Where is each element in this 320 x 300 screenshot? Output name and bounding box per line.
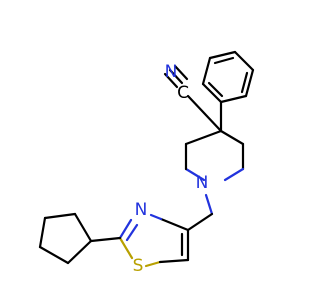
bond [38, 245, 70, 265]
bond [173, 64, 189, 81]
bond [201, 82, 223, 104]
bond [223, 167, 245, 182]
atom-label-piperidine-n: N [196, 173, 209, 193]
bond [125, 223, 139, 242]
piperidine-ring [184, 100, 245, 182]
molecule-drawing: N C N N S [38, 50, 255, 276]
bond [66, 239, 93, 265]
bond [219, 129, 245, 146]
bond [118, 236, 134, 260]
bond [186, 212, 214, 232]
methylene-linker [186, 193, 214, 232]
bond [184, 129, 223, 146]
bond [204, 193, 214, 216]
atom-label-thiazole-s: S [133, 256, 144, 276]
bond [244, 68, 255, 98]
bond [233, 50, 255, 72]
bond [158, 258, 190, 264]
nitrile-group [163, 64, 223, 133]
atom-label-nitrile-c: C [177, 83, 189, 103]
phenyl-ring [201, 50, 255, 104]
bond [240, 71, 249, 94]
bond [89, 236, 122, 243]
bond [118, 218, 133, 240]
bond [219, 94, 248, 104]
bond [163, 72, 179, 89]
structure-canvas: N C N N S [38, 50, 255, 276]
bond [73, 212, 93, 243]
bond [43, 212, 77, 220]
bond [38, 216, 47, 249]
cyclopentyl-ring [38, 212, 122, 265]
bond [144, 260, 162, 268]
bond [213, 56, 235, 65]
bond [168, 68, 184, 85]
bond [207, 81, 224, 98]
bond [186, 94, 223, 133]
bond [208, 50, 237, 60]
atom-label-nitrile-n: N [165, 62, 178, 82]
bond [201, 56, 212, 86]
bond [149, 213, 163, 221]
bond [159, 217, 190, 232]
bond [184, 167, 206, 182]
atom-label-thiazole-n: N [135, 200, 148, 220]
thiazole-ring [118, 213, 190, 268]
